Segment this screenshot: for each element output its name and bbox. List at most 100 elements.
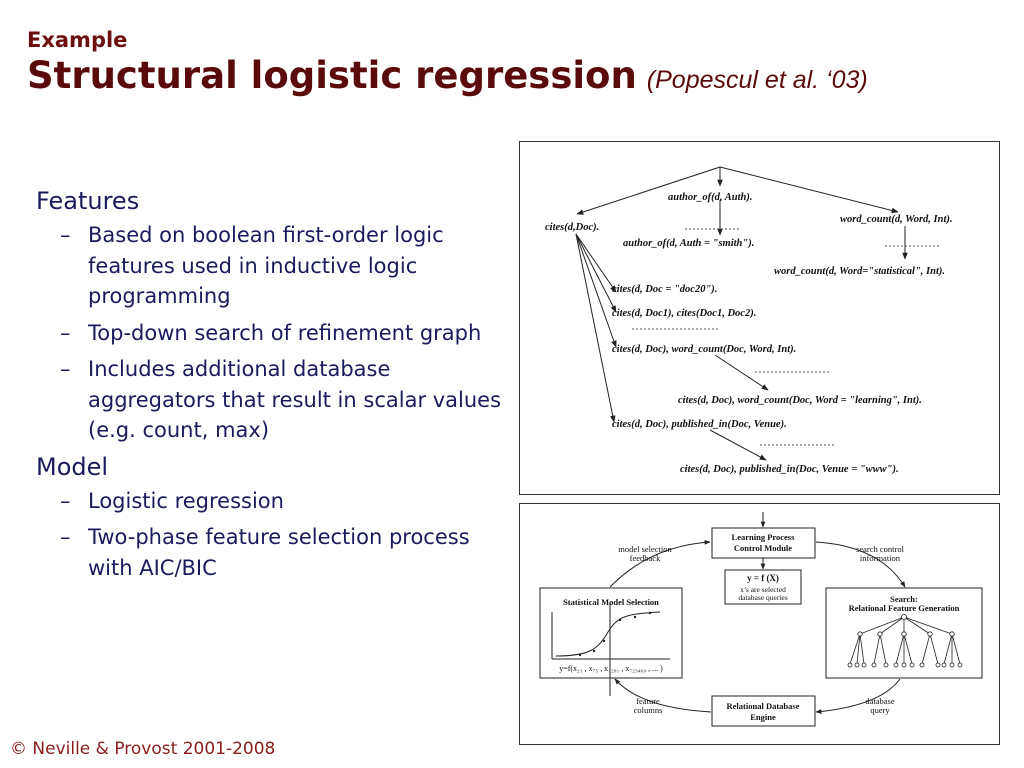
tree-edge: [879, 633, 887, 665]
x-note-line2: database queries: [738, 593, 787, 602]
node-word-count: word_count(d, Word, Int).: [840, 214, 953, 225]
db-engine-line2: Engine: [750, 712, 776, 722]
feature-columns-line1: feature: [636, 696, 660, 706]
feature-columns-line2: columns: [634, 705, 663, 715]
node-cites-learning: cites(d, Doc), word_count(Doc, Word = "l…: [678, 395, 922, 406]
bullet-text: Two-phase feature selection process with…: [88, 525, 470, 580]
tree-leaf: [919, 662, 925, 668]
equation-label: y=f(x₂₁ , x₇₅ , x₁₂₉₁ , x₇₂₃₄₆₉ , ... ): [559, 664, 663, 673]
section-model: Model: [36, 452, 109, 481]
bullet-item: –Includes additional database aggregator…: [36, 354, 506, 446]
tree-leaf: [941, 662, 947, 668]
plot-point: [648, 611, 652, 615]
yfx-label: y = f (X): [747, 573, 779, 583]
tree-leaf: [871, 662, 877, 668]
tree-leaf: [901, 662, 907, 668]
edge: [575, 233, 616, 423]
edge: [575, 233, 617, 348]
tree-edge: [859, 616, 905, 635]
sigmoid-curve: [555, 611, 661, 657]
tree-node: [877, 631, 883, 637]
slide-content: Features –Based on boolean first-order l…: [36, 186, 506, 589]
tree-edge: [903, 633, 913, 665]
refinement-graph-figure: author_of(d, Auth). cites(d,Doc). author…: [519, 141, 1000, 495]
footer-copyright: © Neville & Provost 2001-2008: [10, 739, 276, 759]
tree-leaf: [893, 662, 899, 668]
stat-model-box: [539, 587, 683, 679]
architecture-figure: Learning Process Control Module y = f (X…: [519, 503, 1000, 745]
bullet-text: Based on boolean first-order logic featu…: [88, 223, 444, 308]
bullet-item: –Logistic regression: [36, 486, 506, 517]
slide-title: Structural logistic regression (Popescul …: [27, 54, 868, 97]
feature-trees: [849, 616, 961, 665]
edge: [709, 429, 767, 461]
stat-model-label: Statistical Model Selection: [563, 597, 659, 607]
plot-point: [592, 649, 596, 653]
tree-node: [949, 631, 955, 637]
arrow: [614, 678, 712, 713]
tree-leaf: [935, 662, 941, 668]
slide-kicker: Example: [27, 28, 128, 52]
control-module-box: [711, 527, 816, 559]
edge: [575, 233, 617, 293]
bullet-text: Top-down search of refinement graph: [88, 320, 482, 345]
node-cites-www: cites(d, Doc), published_in(Doc, Venue =…: [680, 464, 899, 475]
tree-node: [901, 614, 907, 620]
tree-edge: [856, 633, 861, 665]
tree-leaf: [854, 662, 860, 668]
tree-edge: [873, 633, 881, 665]
x-note-line1: x’s are selected: [740, 585, 786, 594]
tree-edge: [859, 633, 865, 665]
edge: [719, 166, 899, 214]
node-cites-doc12: cites(d, Doc1), cites(Doc1, Doc2).: [612, 308, 756, 319]
tree-leaf: [861, 662, 867, 668]
tree-edge: [879, 616, 905, 635]
plot-point: [618, 618, 622, 622]
plot-point: [578, 653, 582, 657]
tree-edge: [903, 616, 931, 635]
bullet-text: Logistic regression: [88, 488, 284, 513]
tree-edge: [895, 633, 905, 665]
database-query-line2: query: [870, 705, 890, 715]
slide-citation: (Popescul et al. ‘03): [646, 66, 868, 94]
db-engine-line1: Relational Database: [727, 701, 800, 711]
tree-node: [901, 631, 907, 637]
sigmoid-plot: [551, 611, 670, 660]
search-title: Search:: [890, 594, 918, 604]
tree-edge: [929, 633, 939, 665]
tree-edge: [951, 633, 961, 665]
node-author-of: author_of(d, Auth).: [668, 192, 753, 203]
edge: [714, 354, 769, 391]
node-cites-published: cites(d, Doc), published_in(Doc, Venue).: [612, 419, 787, 430]
tree-leaf: [949, 662, 955, 668]
bullet-item: –Top-down search of refinement graph: [36, 318, 506, 349]
graph-edges: [575, 166, 908, 461]
search-ctrl-line1: search control: [856, 544, 905, 554]
plot-points: [578, 611, 652, 657]
tree-edge: [943, 633, 953, 665]
db-engine-box: [711, 695, 816, 727]
node-cites-doc20: cites(d, Doc = "doc20").: [612, 284, 717, 295]
node-cites-wordcount: cites(d, Doc), word_count(Doc, Word, Int…: [612, 344, 796, 355]
arrow: [815, 541, 906, 588]
model-sel-line2: feedback: [630, 553, 661, 563]
bullet-dash: –: [60, 223, 71, 247]
graph-ellipsis: [632, 228, 940, 446]
edge: [575, 233, 617, 313]
search-ctrl-line2: information: [860, 553, 901, 563]
arrow: [815, 678, 901, 714]
plot-point: [602, 639, 606, 643]
slide-title-text: Structural logistic regression: [27, 54, 637, 97]
tree-leaf: [957, 662, 963, 668]
tree-leaf: [883, 662, 889, 668]
tree-node: [857, 631, 863, 637]
tree-edge: [903, 616, 953, 635]
database-query-line1: database: [865, 696, 894, 706]
bullet-dash: –: [60, 525, 71, 549]
tree-leaf: [847, 662, 853, 668]
tree-node: [927, 631, 933, 637]
model-sel-line1: model selection: [618, 544, 672, 554]
edge: [576, 166, 721, 215]
tree-edge: [921, 633, 931, 665]
node-author-smith: author_of(d, Auth = "smith").: [623, 238, 754, 249]
